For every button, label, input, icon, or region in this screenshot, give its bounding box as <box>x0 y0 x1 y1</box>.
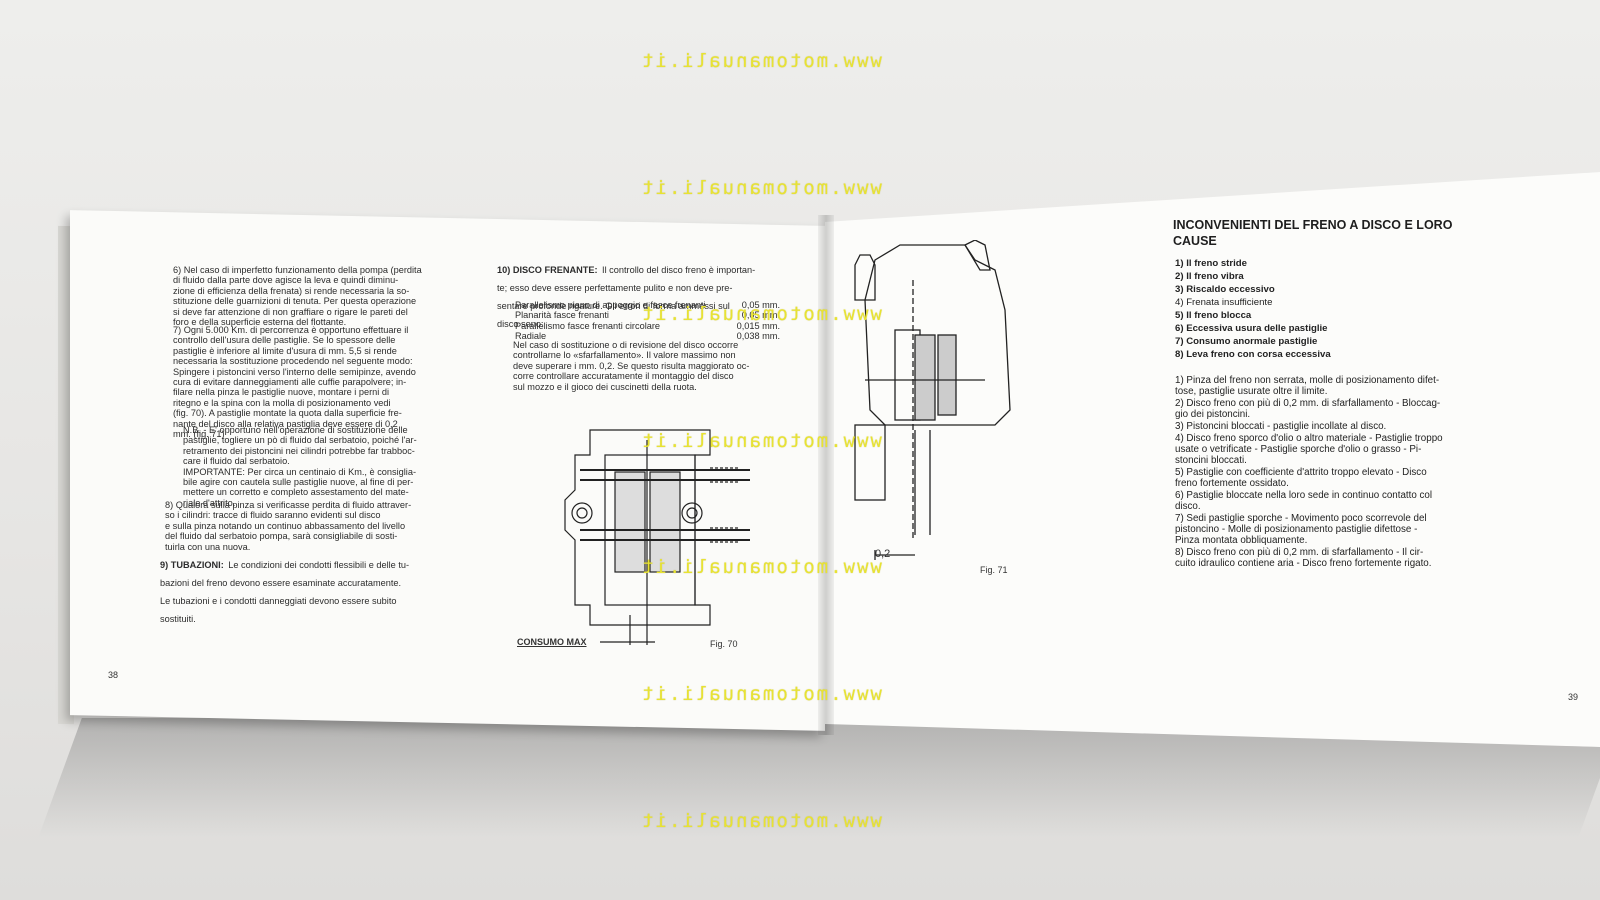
tolerance-value: 0,038 mm. <box>736 331 780 342</box>
item-10-tail-text: Nel caso di sostituzione o di revisione … <box>513 340 750 392</box>
fig-71-caption: Fig. 71 <box>980 565 1008 575</box>
watermark-text: www.motomanuali.it <box>640 303 882 325</box>
tolerance-label: Parallelismo fasce frenanti circolare <box>515 320 661 331</box>
tolerance-list: Parallelismo piano di appoggio e fasce f… <box>515 300 780 342</box>
tolerance-row: Parallelismo piano di appoggio e fasce f… <box>515 300 780 310</box>
cause-item: 1) Pinza del freno non serrata, molle di… <box>1175 375 1440 397</box>
cause-item: 3) Pistoncini bloccati - pastiglie incol… <box>1175 421 1387 432</box>
tolerance-row: Planarità fasce frenanti 0,05 mm. <box>515 310 780 320</box>
problem-item: 2) Il freno vibra <box>1175 271 1244 282</box>
watermark-text: www.motomanuali.it <box>640 683 882 705</box>
fig-71-dimension: 0,2 <box>875 548 891 560</box>
page-number-left: 38 <box>108 670 119 680</box>
problem-item: 8) Leva freno con corsa eccessiva <box>1175 349 1331 360</box>
book-gutter <box>818 215 834 735</box>
item-10-text: Il controllo del disco freno è importan-… <box>497 265 756 329</box>
item-9-heading: 9) TUBAZIONI: <box>160 560 224 570</box>
item-8-text: 8) Qualora sulla pinza si verificasse pe… <box>165 500 412 552</box>
fig-70-caliper-drawing <box>564 429 750 645</box>
fig-70-caption: Fig. 70 <box>710 639 738 649</box>
tolerance-value: 0,015 mm. <box>736 320 780 331</box>
cause-item: 7) Sedi pastiglie sporche - Movimento po… <box>1175 513 1427 546</box>
cause-item: 5) Pastiglie con coefficiente d'attrito … <box>1175 467 1427 489</box>
nb-text: N.B. - E' opportuno nell'operazione di s… <box>183 425 417 508</box>
problem-item: 6) Eccessiva usura delle pastiglie <box>1175 323 1328 334</box>
item-10-heading: 10) DISCO FRENANTE: <box>497 265 598 275</box>
page-number-right: 39 <box>1568 692 1579 702</box>
watermark-text: www.motomanuali.it <box>640 50 882 72</box>
item-9-text: Le condizioni dei condotti flessibili e … <box>160 560 410 624</box>
tolerance-label: Planarità fasce frenanti <box>515 310 609 321</box>
fig-71-section-drawing <box>854 240 1011 560</box>
tolerance-row: Radiale 0,038 mm. <box>515 331 780 341</box>
tolerance-row: Parallelismo fasce frenanti circolare 0,0… <box>515 321 780 331</box>
page-title: INCONVENIENTI DEL FRENO A DISCO E LORO C… <box>1173 218 1453 248</box>
fig-70-consumo-label: CONSUMO MAX <box>517 637 587 647</box>
item-7-text: 7) Ogni 5.000 Km. di percorrenza è oppor… <box>173 325 416 440</box>
cause-item: 2) Disco freno con più di 0,2 mm. di sfa… <box>1175 398 1441 420</box>
cause-item: 4) Disco freno sporco d'olio o altro mat… <box>1175 433 1443 466</box>
tolerance-label: Parallelismo piano di appoggio e fasce f… <box>515 300 706 310</box>
watermark-text: www.motomanuali.it <box>640 430 882 452</box>
right-page <box>825 172 1600 747</box>
item-9-block: 9) TUBAZIONI: Le condizioni dei condotti… <box>160 555 480 627</box>
watermark-text: www.motomanuali.it <box>640 810 882 832</box>
problem-item: 3) Riscaldo eccessivo <box>1175 284 1275 295</box>
cause-item: 6) Pastiglie bloccate nella loro sede in… <box>1175 490 1433 512</box>
problem-item: 7) Consumo anormale pastiglie <box>1175 336 1318 347</box>
problem-list: 1) Il freno stride 2) Il freno vibra 3) … <box>1175 257 1331 361</box>
item-6-text: 6) Nel caso di imperfetto funzionamento … <box>173 265 422 328</box>
problem-item: 4) Frenata insufficiente <box>1175 297 1273 308</box>
tolerance-value: 0,05 mm. <box>741 300 780 310</box>
cause-item: 8) Disco freno con più di 0,2 mm. di sfa… <box>1175 547 1432 569</box>
causes-list: 1) Pinza del freno non serrata, molle di… <box>1175 375 1535 570</box>
item-10-block: 10) DISCO FRENANTE: Il controllo del dis… <box>497 260 787 332</box>
tolerance-label: Radiale <box>515 331 547 342</box>
problem-item: 1) Il freno stride <box>1175 258 1247 269</box>
problem-item: 5) Il freno blocca <box>1175 310 1252 321</box>
watermark-text: www.motomanuali.it <box>640 177 882 199</box>
watermark-text: www.motomanuali.it <box>640 556 882 578</box>
tolerance-value: 0,05 mm. <box>741 310 780 321</box>
